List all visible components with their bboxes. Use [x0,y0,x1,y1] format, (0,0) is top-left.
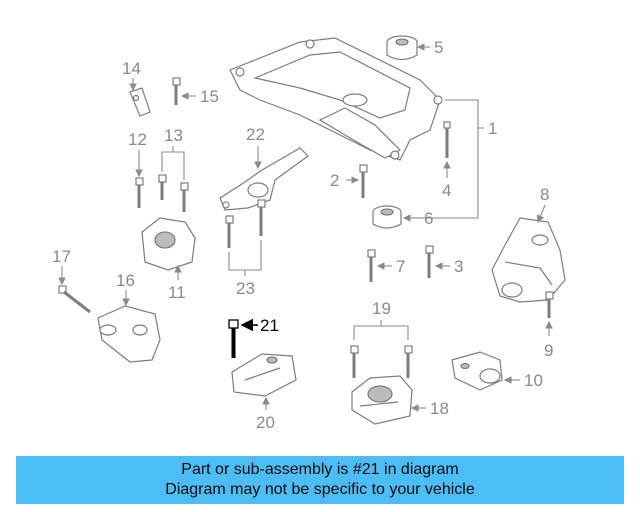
part-bolt-3[interactable] [425,245,434,278]
callout-13: 13 [164,126,183,145]
callout-7: 7 [396,257,405,276]
part-small-mount[interactable] [451,351,503,391]
callout-5: 5 [434,38,443,57]
part-mount-bracket[interactable] [491,217,566,303]
part-bolt-15[interactable] [172,77,181,105]
part-bolt-17[interactable] [58,285,91,314]
part-bolt-9[interactable] [545,291,554,318]
part-bolt-4[interactable] [443,121,451,158]
callout-19: 19 [372,299,391,318]
callout-2: 2 [330,171,339,190]
callout-15: 15 [200,87,219,106]
callout-14: 14 [122,59,141,78]
callout-22: 22 [246,125,265,144]
part-bolts-23[interactable] [225,199,266,248]
callout-8: 8 [540,185,549,204]
callout-4: 4 [442,181,451,200]
callout-11: 11 [168,283,186,302]
banner-line-2: Diagram may not be specific to your vehi… [165,481,475,498]
part-bolt-12[interactable] [135,177,144,208]
part-bolt-21[interactable] [228,319,239,358]
callout-18: 18 [430,399,449,418]
callout-9: 9 [544,341,553,360]
part-bolts-19[interactable] [350,345,413,378]
callout-17: 17 [52,247,71,266]
callout-6: 6 [424,209,433,228]
part-engine-mount[interactable] [141,217,196,271]
part-bolts-13[interactable] [158,174,189,212]
banner-line-1: Part or sub-assembly is #21 in diagram [181,461,459,478]
part-bolt-7[interactable] [367,249,376,282]
part-bracket-16[interactable] [97,305,161,363]
parts-diagram: 1 5 6 4 2 7 3 [52,35,566,432]
callout-21: 21 [260,316,279,335]
part-torque-arm[interactable] [219,147,309,211]
part-trans-mount[interactable] [351,375,413,425]
part-bolt-2[interactable] [359,164,368,198]
part-bushing-top[interactable] [386,35,418,61]
callout-23: 23 [236,279,255,298]
callout-10: 10 [524,371,543,390]
callout-12: 12 [128,130,147,149]
part-subframe[interactable] [229,37,443,161]
callout-20: 20 [256,413,275,432]
part-bushing-lower[interactable] [372,205,402,229]
info-banner: Part or sub-assembly is #21 in diagram D… [16,456,624,504]
callout-3: 3 [454,257,463,276]
part-mount-20[interactable] [231,353,297,397]
callout-1: 1 [488,119,497,138]
callout-16: 16 [116,271,135,290]
part-bracket-14[interactable] [129,87,151,117]
